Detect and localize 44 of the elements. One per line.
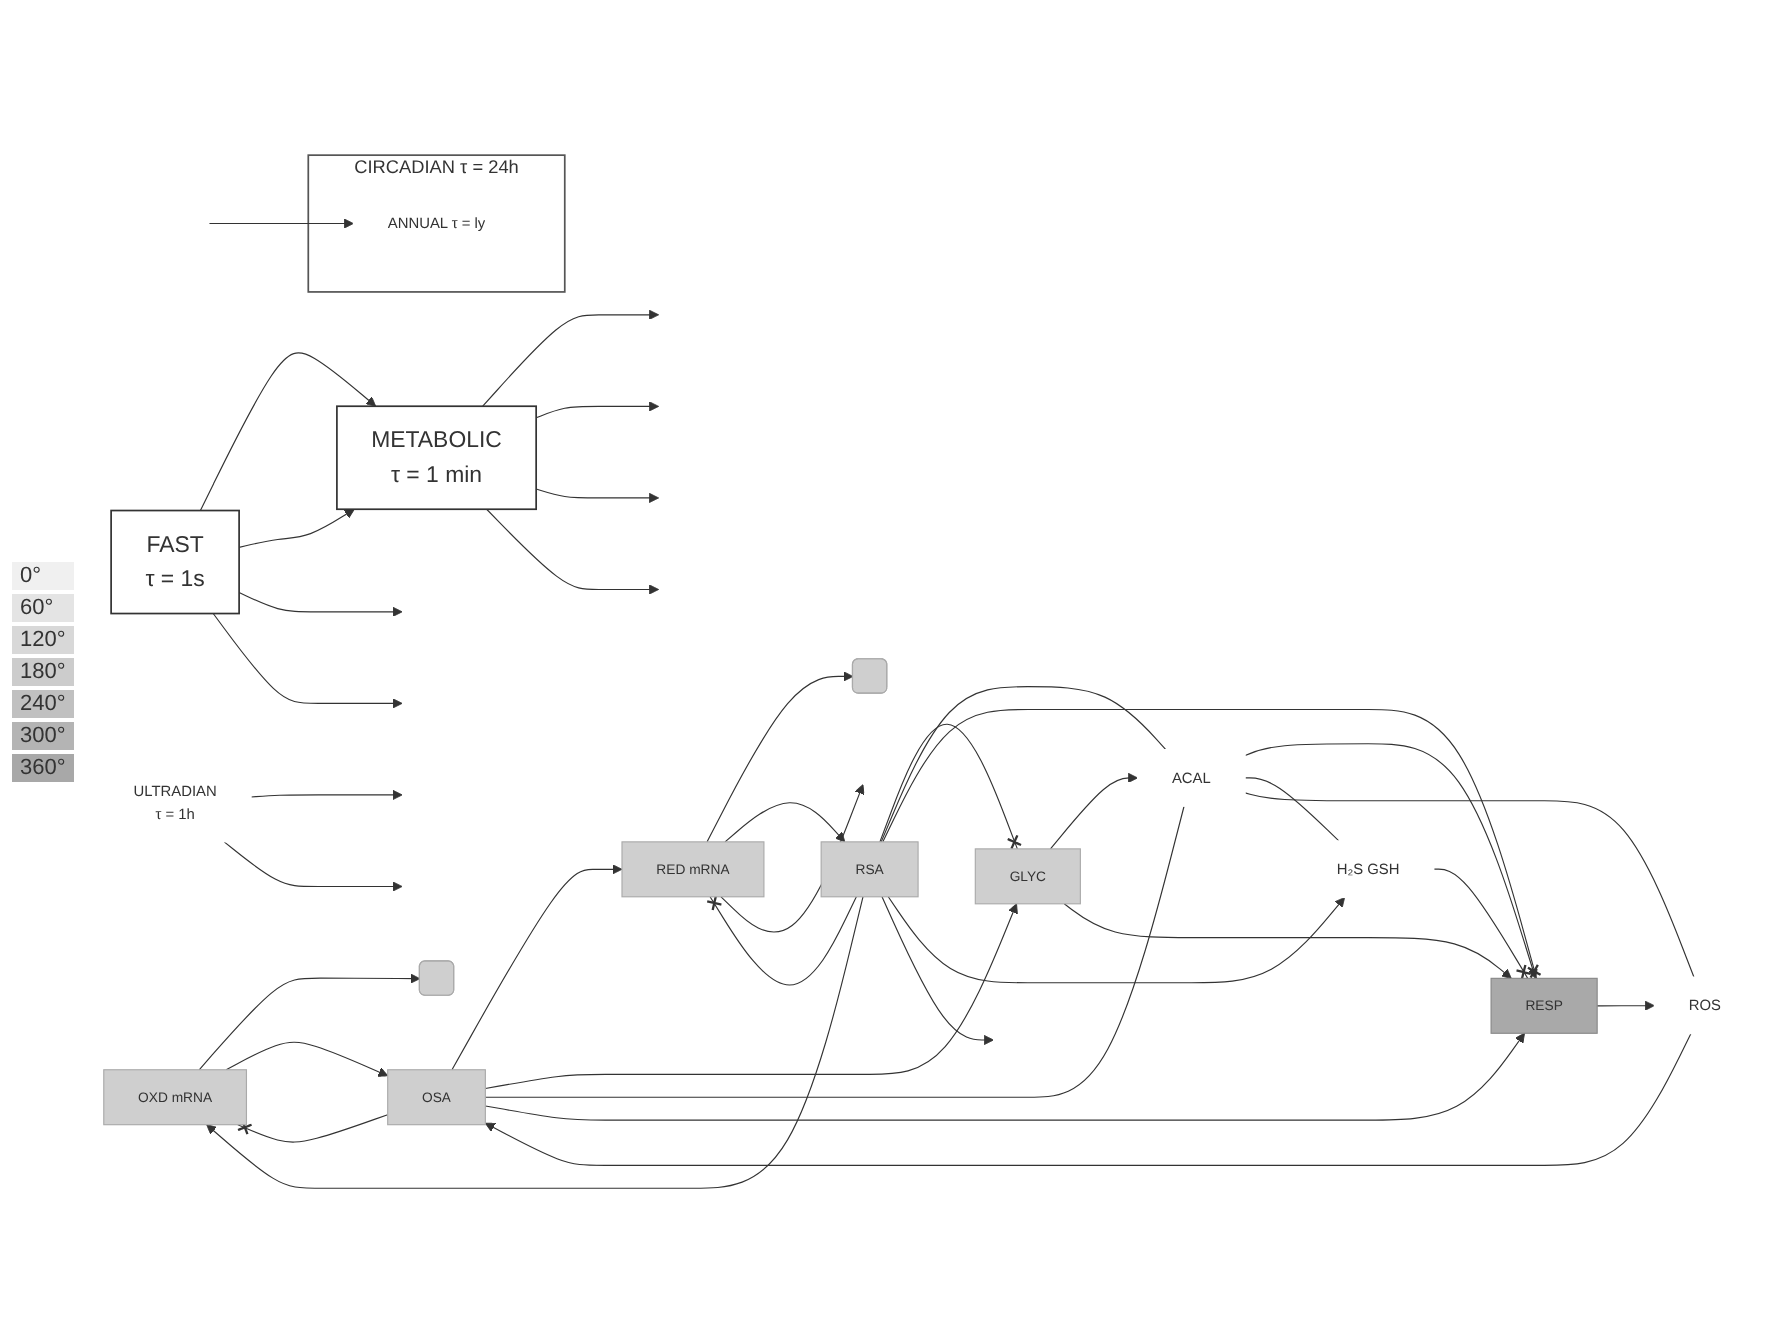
arrow: [1596, 1000, 1655, 1011]
scale-label: 240°: [12, 689, 74, 717]
arrow: [1063, 902, 1512, 979]
connector: [881, 708, 1542, 979]
arrow: [535, 400, 659, 418]
arrow: [485, 508, 659, 594]
connector: [1244, 791, 1694, 977]
arrow: [223, 840, 403, 891]
arrow: [1244, 742, 1538, 979]
connector: [236, 1113, 388, 1142]
arrow: [484, 1032, 1525, 1120]
arrow: [484, 1032, 1691, 1166]
arrow: [238, 508, 355, 548]
node-box: METABOLIC τ = 1 min: [335, 404, 537, 510]
arrow: [481, 309, 659, 407]
connector: [705, 894, 857, 985]
connector: [1432, 867, 1532, 980]
connector: [880, 685, 1166, 842]
arrow: [1049, 772, 1138, 849]
arrow: [880, 895, 994, 1045]
scale-label: 360°: [12, 753, 74, 781]
arrow: [199, 351, 376, 511]
connector: [1244, 776, 1339, 841]
connector: [878, 723, 1022, 850]
arrow: [706, 670, 853, 842]
arrow: [484, 902, 1018, 1089]
arrow: [205, 895, 864, 1189]
connector: [484, 804, 1185, 1098]
scale-label: 300°: [12, 721, 74, 749]
arrow: [225, 1041, 388, 1077]
arrow: [887, 895, 1345, 983]
arrow: [250, 789, 403, 800]
arrow: [208, 217, 354, 228]
scale-label: 60°: [12, 593, 74, 621]
arrow: [198, 972, 420, 1070]
node-box: FAST τ = 1s: [109, 508, 240, 614]
scale-label: 0°: [12, 561, 74, 589]
scale-label: 180°: [12, 657, 74, 685]
arrow: [238, 591, 403, 617]
scale-label: 120°: [12, 625, 74, 653]
arrow: [450, 863, 622, 1070]
arrow: [535, 487, 659, 503]
arrow: [724, 801, 845, 842]
arrow: [212, 612, 403, 708]
